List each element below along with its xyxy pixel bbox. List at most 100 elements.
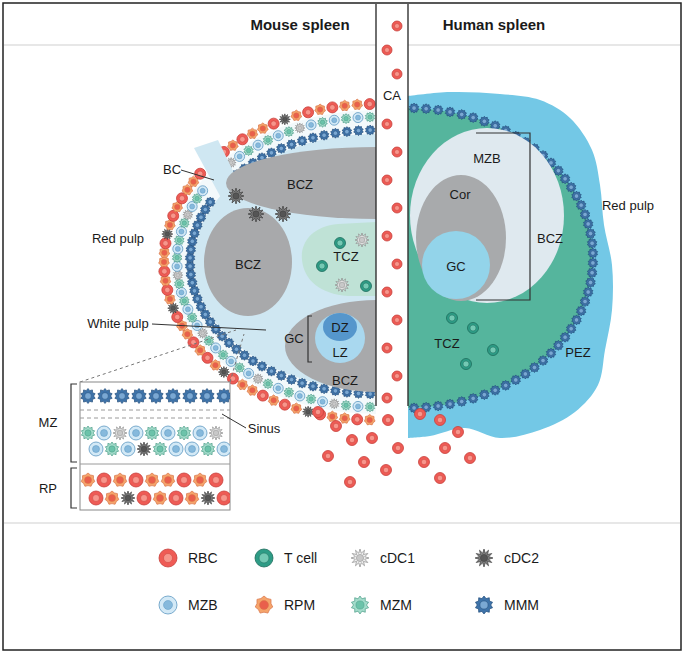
cell-body xyxy=(488,345,499,356)
cell-mmm xyxy=(81,389,95,404)
cell-rpm xyxy=(247,128,258,138)
cell-cdc2 xyxy=(201,491,215,505)
cell-body xyxy=(359,457,370,468)
cell-nucleus xyxy=(385,234,390,239)
cell-nucleus xyxy=(230,143,236,149)
cell-rbc xyxy=(392,371,402,381)
cell-body xyxy=(303,107,314,118)
cell-nucleus xyxy=(260,393,266,399)
cell-cdc2 xyxy=(275,206,291,222)
cell-mzm xyxy=(365,402,375,412)
zoom-line xyxy=(230,334,244,382)
cell-nucleus xyxy=(369,435,375,441)
zone-label: LZ xyxy=(332,346,347,359)
germinal-center: GC xyxy=(422,231,490,299)
legend-text: cDC2 xyxy=(504,551,539,565)
cell-mzm xyxy=(145,426,158,440)
cell-body xyxy=(392,147,402,157)
cell-body xyxy=(257,361,267,371)
cell-rpm xyxy=(113,473,127,486)
cell-mzb xyxy=(193,426,207,440)
cell-t xyxy=(461,359,472,370)
cell-rbc xyxy=(209,473,223,487)
cell-body xyxy=(421,402,431,412)
cell-body xyxy=(392,21,402,31)
cell-body xyxy=(318,397,328,407)
cell-nucleus xyxy=(367,417,373,423)
cell-body xyxy=(319,384,329,394)
cell-mmm xyxy=(188,278,198,288)
cell-nucleus xyxy=(395,206,400,211)
cell-nucleus xyxy=(311,136,316,141)
cell-body xyxy=(248,356,258,366)
cell-mmm xyxy=(421,104,431,114)
zone-fill xyxy=(204,208,292,316)
cell-nucleus xyxy=(342,103,348,109)
cell-mmm xyxy=(267,148,277,158)
cell-mzm xyxy=(175,279,185,289)
cell-body xyxy=(159,257,170,267)
artery-wall xyxy=(407,4,408,406)
cell-nucleus xyxy=(276,386,281,391)
cell-body xyxy=(81,426,94,440)
cell-body xyxy=(183,389,197,404)
cell-rbc xyxy=(392,203,402,213)
cell-nucleus xyxy=(260,126,266,132)
cell-body xyxy=(177,473,191,487)
cell-body xyxy=(560,174,570,184)
cell-rpm xyxy=(237,379,248,389)
cell-rbc xyxy=(303,107,314,118)
cell-nucleus xyxy=(221,393,228,400)
legend-icon xyxy=(157,594,179,616)
cell-nucleus xyxy=(345,129,350,134)
cell-mmm xyxy=(490,385,500,395)
cell-body xyxy=(365,125,375,135)
artery-lumen xyxy=(376,4,408,406)
cell-cdc2 xyxy=(121,491,135,505)
cell-body xyxy=(382,343,392,353)
cell-nucleus xyxy=(93,446,100,453)
cell-nucleus xyxy=(368,392,373,397)
cell-body xyxy=(331,128,341,138)
cell-cdc1 xyxy=(329,399,339,409)
cell-body xyxy=(580,297,590,307)
cell-body xyxy=(284,127,294,137)
cell-nucleus xyxy=(368,128,373,133)
cell-body xyxy=(335,238,346,249)
cell-cdc2 xyxy=(218,367,229,378)
legend-text: RBC xyxy=(188,551,218,565)
cell-rbc xyxy=(382,231,392,241)
cell-body xyxy=(339,100,350,110)
cell-rbc xyxy=(279,399,290,410)
cell-body xyxy=(306,394,316,404)
zone-fill xyxy=(285,300,376,392)
cell-body xyxy=(586,277,596,287)
cell-body xyxy=(297,378,307,388)
cell-nucleus xyxy=(563,177,568,182)
cell-nucleus xyxy=(269,369,274,374)
cell-body xyxy=(554,166,564,176)
cell-mmm xyxy=(409,103,419,113)
cell-nucleus xyxy=(385,396,390,401)
cell-rbc xyxy=(159,266,170,277)
cell-body xyxy=(315,104,326,114)
cell-t xyxy=(317,261,328,272)
cell-rbc xyxy=(392,21,402,31)
cell-nucleus xyxy=(463,361,469,367)
cell-nucleus xyxy=(280,211,286,217)
cell-body xyxy=(160,238,171,249)
cell-nucleus xyxy=(213,430,219,436)
cell-body xyxy=(392,69,402,79)
cell-nucleus xyxy=(93,495,100,502)
cell-mzb xyxy=(192,320,202,330)
cell-mzb xyxy=(329,115,339,125)
cell-body xyxy=(382,45,392,55)
region-label: Sinus xyxy=(248,422,281,435)
cell-body xyxy=(433,401,443,411)
cell-body xyxy=(580,209,590,219)
cell-nucleus xyxy=(385,48,390,53)
cell-nucleus xyxy=(266,138,271,143)
cell-mzm xyxy=(204,336,214,346)
cell-body xyxy=(97,473,111,487)
